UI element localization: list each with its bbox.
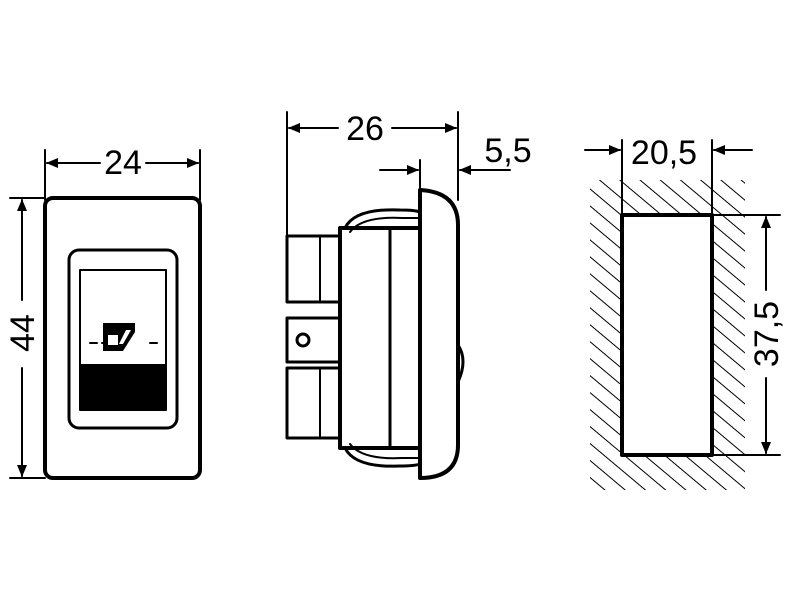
rocker-bump xyxy=(456,343,465,384)
cutout-height-label: 37,5 xyxy=(748,301,786,367)
panel-hatching xyxy=(590,180,745,490)
rocker-dark-segment xyxy=(80,364,166,410)
terminal-upper xyxy=(285,234,342,304)
terminal-middle xyxy=(285,316,342,364)
rocker-frame xyxy=(67,248,179,430)
panel-cutout xyxy=(620,213,714,457)
depth-dimension-label: 26 xyxy=(346,110,384,148)
retaining-clip-bottom-inner xyxy=(349,443,421,460)
cutout-width-label: 20,5 xyxy=(631,134,697,172)
cutout-view: 20,5 37,5 xyxy=(584,134,786,490)
terminal-lower xyxy=(285,366,342,440)
bezel-dimension-label: 5,5 xyxy=(484,132,531,170)
retaining-clip-top xyxy=(343,208,422,230)
front-view: 24 44 xyxy=(4,144,202,480)
width-dimension-label: 24 xyxy=(104,144,142,182)
switch-bezel xyxy=(43,196,202,480)
window-lift-icon xyxy=(89,323,161,351)
side-view: 26 5,5 xyxy=(285,110,532,480)
terminal-hole xyxy=(295,332,311,348)
height-dimension-label: 44 xyxy=(4,314,42,352)
retaining-clip-bottom xyxy=(343,446,422,468)
switch-body xyxy=(338,226,422,450)
bezel-profile xyxy=(418,188,460,480)
retaining-clip-top-inner xyxy=(349,216,421,233)
